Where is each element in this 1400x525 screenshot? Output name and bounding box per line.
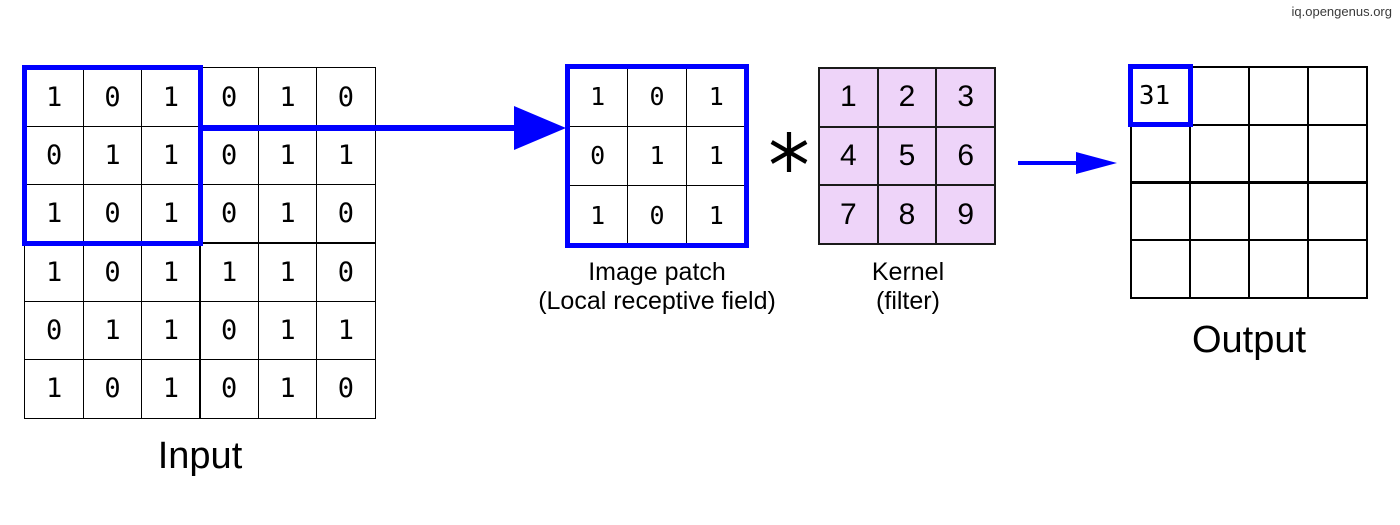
input-matrix-cell: 1 [82, 125, 143, 186]
output-matrix-cell [1188, 181, 1251, 242]
output-matrix-cell [1188, 239, 1251, 300]
output-matrix: 31 [1129, 65, 1369, 300]
image-patch-matrix-cell: 0 [626, 66, 688, 128]
image-patch-matrix-cell: 1 [626, 125, 688, 187]
kernel-matrix-cell: 6 [935, 125, 997, 187]
input-matrix-cell: 0 [315, 183, 376, 244]
image-patch-matrix-cell: 1 [567, 184, 629, 246]
input-matrix-cell: 0 [82, 67, 143, 128]
input-matrix-cell: 0 [82, 358, 143, 419]
kernel-matrix-cell: 7 [817, 184, 879, 246]
input-matrix-cell: 1 [315, 300, 376, 361]
output-matrix-cell [1129, 181, 1192, 242]
image-patch-matrix-cell: 1 [685, 66, 747, 128]
kernel-matrix-cell: 2 [876, 66, 938, 128]
image-patch-matrix-cell: 0 [567, 125, 629, 187]
input-matrix-cell: 1 [140, 125, 201, 186]
kernel-matrix-cell: 3 [935, 66, 997, 128]
image-patch-label: Image patch (Local receptive field) [487, 258, 827, 316]
arrow-kernel-to-output-icon [1018, 150, 1118, 176]
kernel-matrix-cell: 9 [935, 184, 997, 246]
kernel-label: Kernel (filter) [820, 258, 996, 316]
input-matrix-cell: 1 [24, 358, 85, 419]
kernel-matrix-cell: 8 [876, 184, 938, 246]
input-matrix-cell: 0 [199, 300, 260, 361]
input-matrix-cell: 0 [315, 242, 376, 303]
kernel-label-line2: (filter) [876, 287, 940, 315]
input-matrix-cell: 1 [140, 300, 201, 361]
kernel-matrix-cell: 1 [817, 66, 879, 128]
image-patch-matrix-cell: 1 [567, 66, 629, 128]
input-matrix-cell: 0 [24, 125, 85, 186]
output-matrix-cell [1306, 239, 1369, 300]
kernel-matrix-cell: 4 [817, 125, 879, 187]
input-matrix-cell: 0 [82, 242, 143, 303]
output-matrix-cell [1306, 123, 1369, 184]
output-matrix-cell [1306, 65, 1369, 126]
output-matrix-cell [1247, 181, 1310, 242]
input-matrix-cell: 1 [24, 67, 85, 128]
input-matrix-cell: 1 [82, 300, 143, 361]
output-matrix-cell [1247, 123, 1310, 184]
input-matrix-cell: 1 [24, 183, 85, 244]
output-matrix-cell [1188, 123, 1251, 184]
input-matrix-cell: 1 [257, 242, 318, 303]
input-matrix-cell: 0 [199, 183, 260, 244]
output-matrix-cell [1247, 239, 1310, 300]
arrow-input-to-patch-icon [198, 104, 568, 152]
input-matrix-cell: 1 [140, 67, 201, 128]
image-patch-label-line2: (Local receptive field) [538, 287, 776, 315]
input-matrix-cell: 1 [140, 242, 201, 303]
input-matrix-cell: 0 [315, 358, 376, 419]
input-matrix-cell: 1 [257, 183, 318, 244]
output-label: Output [1191, 319, 1307, 361]
image-patch-matrix-cell: 1 [685, 125, 747, 187]
input-matrix-cell: 1 [257, 300, 318, 361]
input-matrix-cell: 1 [24, 242, 85, 303]
image-patch-label-line1: Image patch [588, 258, 726, 286]
input-matrix-cell: 1 [199, 242, 260, 303]
input-matrix-cell: 0 [24, 300, 85, 361]
convolution-asterisk-icon [766, 129, 812, 175]
output-matrix-cell [1129, 123, 1192, 184]
output-matrix-cell [1188, 65, 1251, 126]
image-patch-matrix-cell: 0 [626, 184, 688, 246]
output-matrix-cell [1306, 181, 1369, 242]
input-matrix-cell: 1 [140, 358, 201, 419]
kernel-matrix-cell: 5 [876, 125, 938, 187]
input-matrix-cell: 0 [199, 358, 260, 419]
image-patch-matrix-cell: 1 [685, 184, 747, 246]
kernel-label-line1: Kernel [871, 258, 945, 286]
input-matrix-cell: 0 [82, 183, 143, 244]
output-matrix-cell [1247, 65, 1310, 126]
input-label: Input [157, 435, 243, 477]
watermark: iq.opengenus.org [1291, 4, 1392, 19]
input-matrix-cell: 1 [140, 183, 201, 244]
output-matrix-cell [1129, 239, 1192, 300]
input-matrix-cell: 1 [257, 358, 318, 419]
output-matrix-cell: 31 [1129, 65, 1192, 126]
